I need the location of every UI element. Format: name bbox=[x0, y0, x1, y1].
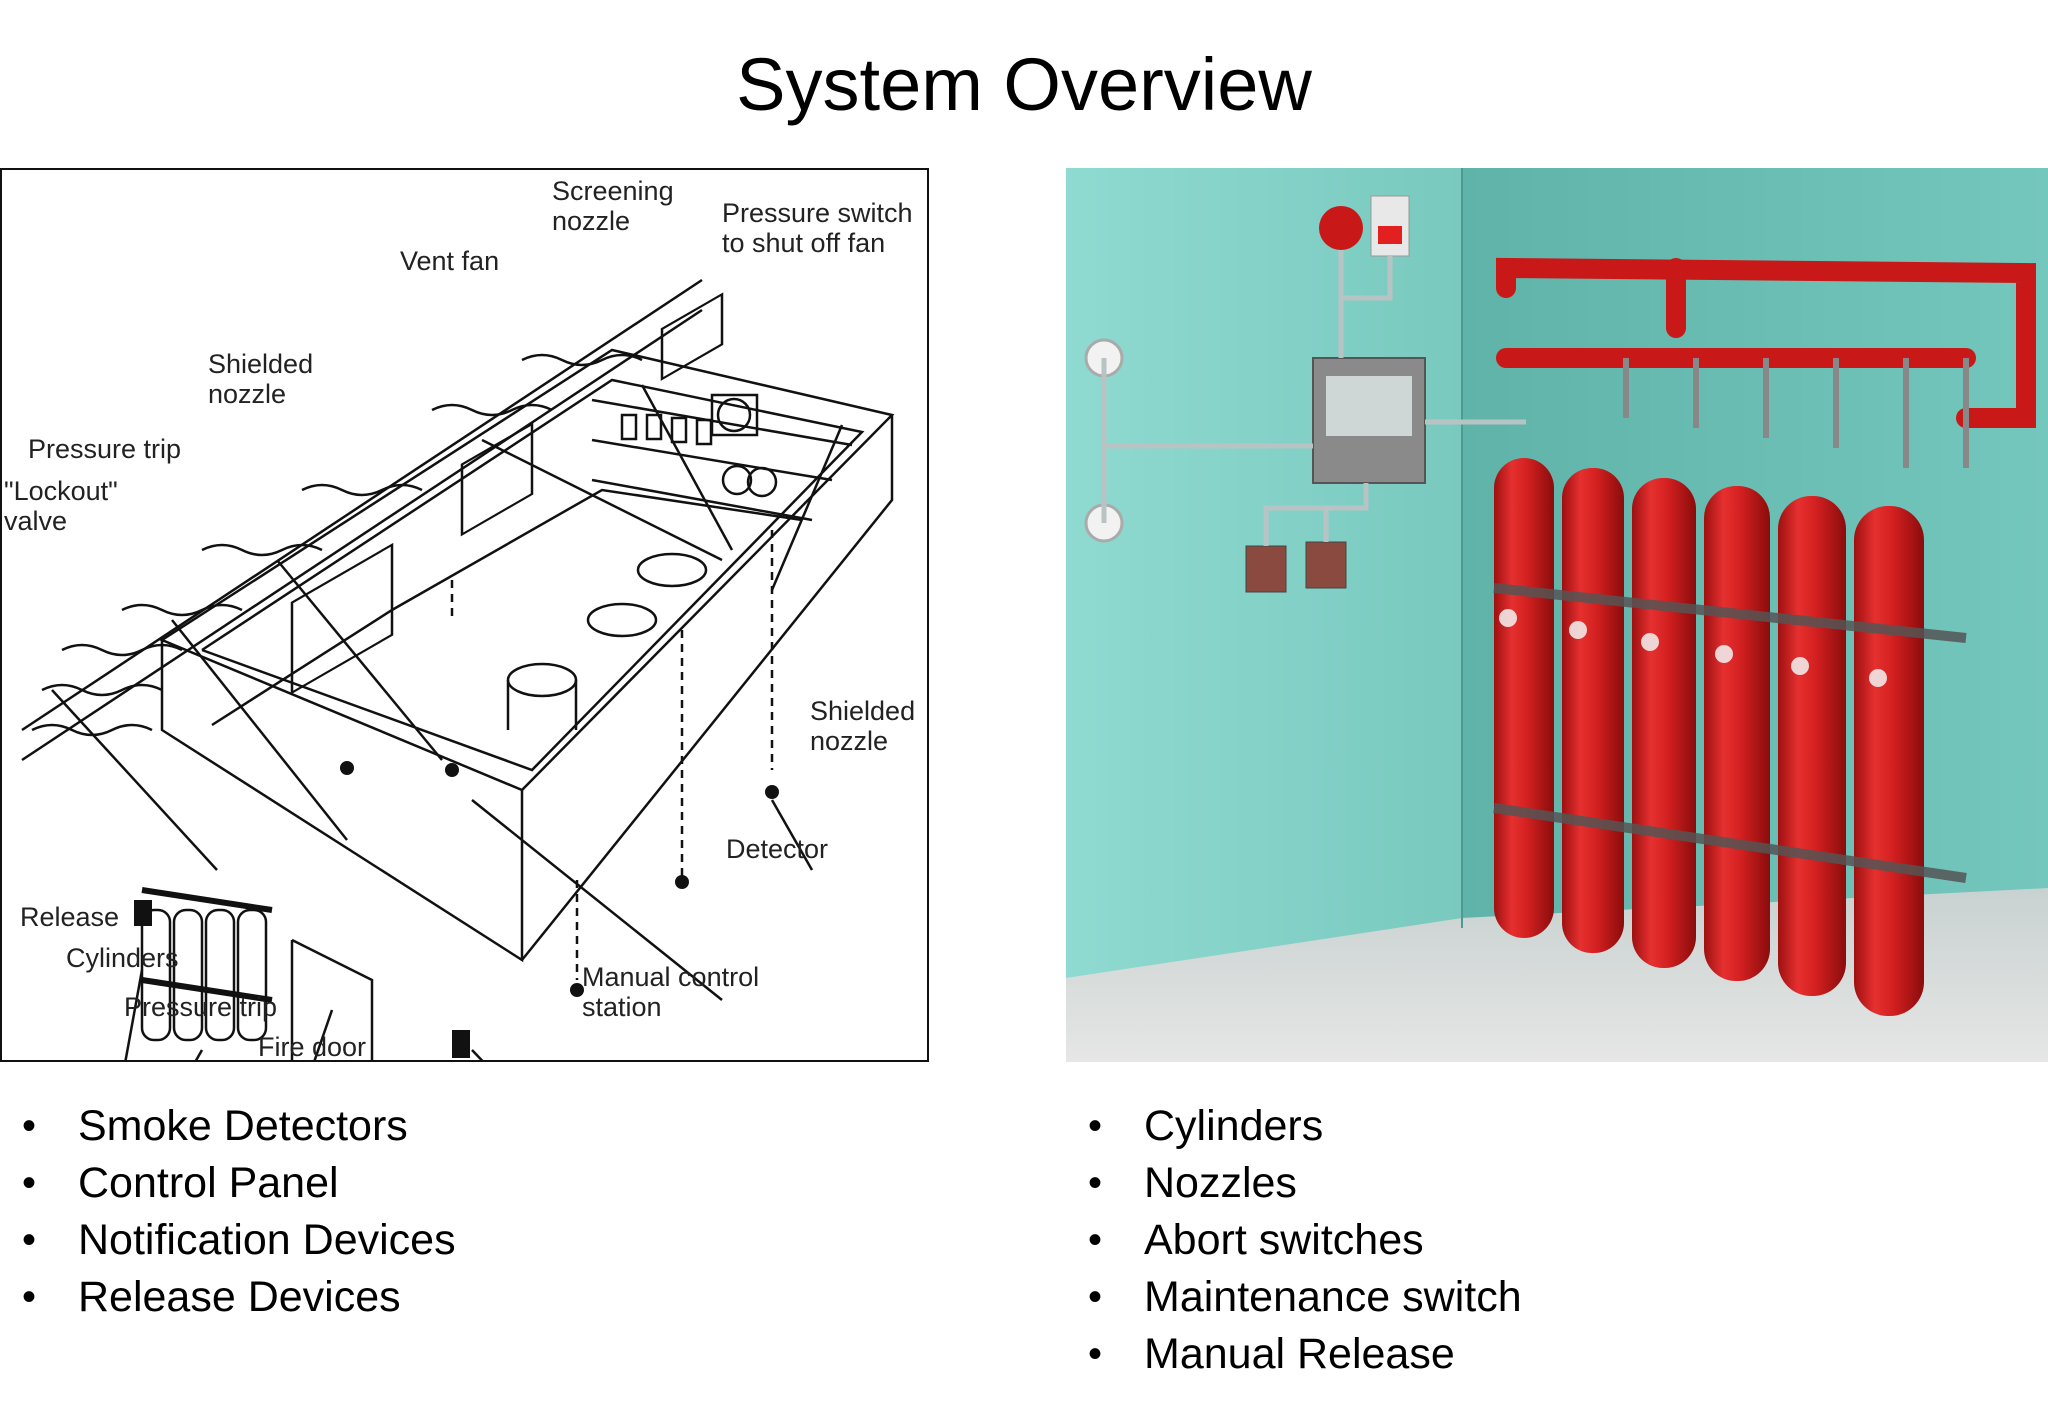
label-shielded-nozzle-top: Shielded bbox=[208, 349, 313, 379]
system-diagram: Screening nozzle Pressure switch to shut… bbox=[0, 168, 929, 1062]
list-item: Notification Devices bbox=[22, 1212, 456, 1269]
list-item: Maintenance switch bbox=[1088, 1269, 1522, 1326]
label-pressure-switch: Pressure switch bbox=[722, 198, 913, 228]
left-bullet-list: Smoke Detectors Control Panel Notificati… bbox=[22, 1098, 456, 1326]
label-manual-control-station-line2: station bbox=[582, 992, 662, 1022]
label-shielded-nozzle-right-line2: nozzle bbox=[810, 726, 888, 756]
label-fire-door: Fire door bbox=[258, 1032, 366, 1062]
list-item: Nozzles bbox=[1088, 1155, 1522, 1212]
label-pressure-trip-top: Pressure trip bbox=[28, 434, 181, 464]
label-manual-control-station: Manual control bbox=[582, 962, 759, 992]
label-shielded-nozzle-top-line2: nozzle bbox=[208, 379, 286, 409]
list-item: Smoke Detectors bbox=[22, 1098, 456, 1155]
label-pressure-switch-line2: to shut off fan bbox=[722, 228, 885, 258]
label-shielded-nozzle-right: Shielded bbox=[810, 696, 915, 726]
list-item: Cylinders bbox=[1088, 1098, 1522, 1155]
list-item: Abort switches bbox=[1088, 1212, 1522, 1269]
label-pressure-trip-bottom: Pressure trip bbox=[124, 992, 277, 1022]
label-detector: Detector bbox=[726, 834, 828, 864]
label-release: Release bbox=[20, 902, 119, 932]
label-lockout-valve-line2: valve bbox=[4, 506, 67, 536]
diagram-drawing: Screening nozzle Pressure switch to shut… bbox=[4, 176, 915, 1062]
cylinder-bank-illustration bbox=[1066, 168, 2048, 1062]
label-cylinders: Cylinders bbox=[66, 943, 179, 973]
cylinder-bank-photo bbox=[1066, 168, 2048, 1062]
right-bullet-list: Cylinders Nozzles Abort switches Mainten… bbox=[1088, 1098, 1522, 1383]
list-item: Manual Release bbox=[1088, 1326, 1522, 1383]
label-screening-nozzle-line2: nozzle bbox=[552, 206, 630, 236]
list-item: Control Panel bbox=[22, 1155, 456, 1212]
label-screening-nozzle: Screening bbox=[552, 176, 674, 206]
list-item: Release Devices bbox=[22, 1269, 456, 1326]
label-vent-fan: Vent fan bbox=[400, 246, 499, 276]
label-lockout-valve: "Lockout" bbox=[4, 476, 118, 506]
slide-title: System Overview bbox=[736, 43, 1312, 126]
